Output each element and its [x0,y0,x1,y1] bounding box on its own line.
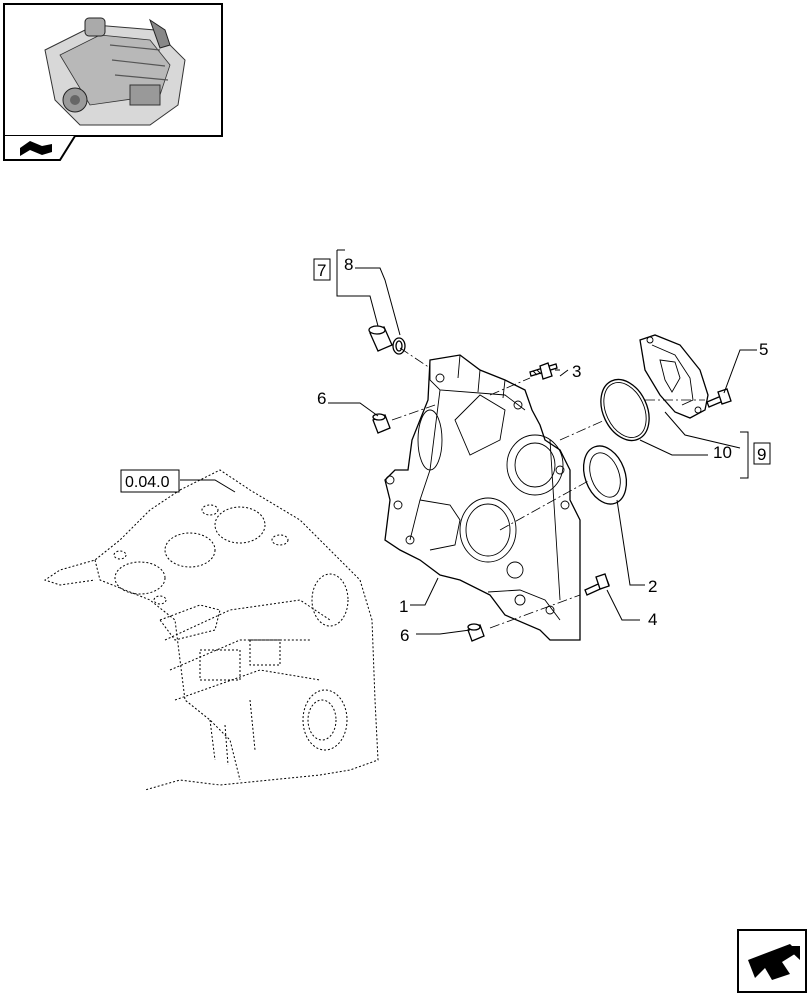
dowel-pin-lower [467,623,485,642]
callout-4: 4 [648,610,657,629]
bolt-lower [584,573,610,596]
leader-lines [180,249,757,635]
engine-thumbnail-icon [44,17,186,126]
svg-text:1: 1 [399,597,408,616]
bolt-upper [529,362,558,380]
engine-block-reference [43,469,379,791]
callout-5: 5 [759,340,768,359]
callout-10: 10 [713,443,732,462]
reference-label[interactable]: 0.04.0 [120,469,180,493]
svg-text:5: 5 [759,340,768,359]
book-nav-icon [20,141,52,156]
next-page-button[interactable] [737,929,807,993]
engine-thumbnail[interactable] [3,3,223,161]
svg-text:4: 4 [648,610,657,629]
svg-text:7: 7 [317,261,326,280]
callout-1: 1 [399,597,408,616]
front-seal [582,445,628,505]
svg-text:10: 10 [713,443,732,462]
alignment-lines [391,347,705,629]
svg-text:6: 6 [400,626,409,645]
svg-text:3: 3 [572,362,581,381]
svg-text:9: 9 [757,445,766,464]
callout-8: 8 [344,255,353,274]
bolt-right [706,388,732,408]
svg-text:0.04.0: 0.04.0 [125,474,170,491]
timing-cover [384,354,581,641]
svg-text:8: 8 [344,255,353,274]
svg-text:2: 2 [648,577,657,596]
o-ring-large [600,378,650,442]
callout-3: 3 [572,362,581,381]
plug-part [368,325,406,355]
callout-6-upper: 6 [317,389,326,408]
callout-9[interactable]: 9 [753,442,771,465]
callout-2: 2 [648,577,657,596]
svg-text:6: 6 [317,389,326,408]
callout-6-lower: 6 [400,626,409,645]
dowel-pin-upper [372,413,391,434]
cover-plate [639,334,709,419]
arrow-next-icon [748,944,800,980]
callout-7[interactable]: 7 [313,258,331,281]
